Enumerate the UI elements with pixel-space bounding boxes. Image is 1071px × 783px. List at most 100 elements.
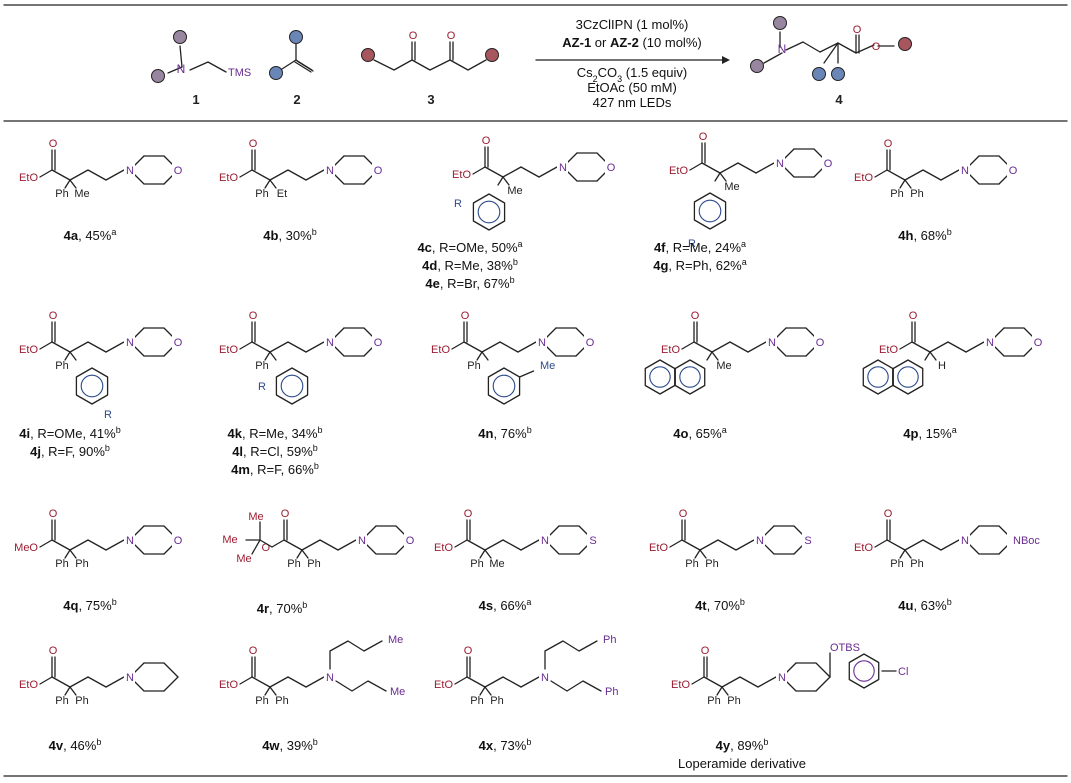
compound-4-label: 4 <box>835 92 843 107</box>
substituent-label: Ph <box>255 188 268 200</box>
oxygen-atom: O <box>49 138 58 150</box>
chain-end-label: Me <box>388 634 403 646</box>
substituent-label: Ph <box>75 695 88 707</box>
heteroatom-label: S <box>589 535 596 547</box>
entry-caption: 4w, 39%b <box>262 737 318 753</box>
oxygen-atom: O <box>461 310 470 322</box>
nitrogen-atom: N <box>768 337 776 349</box>
oxygen-atom: O <box>884 508 893 520</box>
substituent-marker <box>773 16 787 30</box>
oxygen-atom: O <box>249 138 258 150</box>
nitrogen-atom: N <box>358 535 366 547</box>
ester-label: EtO <box>431 344 450 356</box>
nitrogen-atom: N <box>177 62 186 76</box>
entry-caption: 4l, R=Cl, 59%b <box>232 443 318 459</box>
substituent-label: Ph <box>467 360 480 372</box>
chain-end-label: Ph <box>603 634 616 646</box>
nitrogen-atom: N <box>961 535 969 547</box>
heteroatom-label: O <box>1009 165 1018 177</box>
substituent-label: Me <box>716 360 731 372</box>
r-marker <box>289 30 303 44</box>
substituent-label: Ph <box>55 695 68 707</box>
oxygen-atom: O <box>281 508 290 520</box>
entry-caption: 4u, 63%b <box>898 597 951 613</box>
heteroatom-label: NBoc <box>1013 535 1040 547</box>
compound-3-label: 3 <box>427 92 434 107</box>
condition-line: EtOAc (50 mM) <box>587 80 677 95</box>
substituent-label: Et <box>277 188 287 200</box>
methyl-label: Me <box>248 511 263 523</box>
substituent-marker <box>898 37 912 51</box>
nitrogen-atom: N <box>756 535 764 547</box>
entry-caption: 4x, 73%b <box>479 737 532 753</box>
ester-label: EtO <box>661 344 680 356</box>
substituent-label: Ph <box>75 558 88 570</box>
entry-caption: 4q, 75%b <box>63 597 116 613</box>
substituent-label: Ph <box>910 188 923 200</box>
entry-caption: 4a, 45%a <box>64 227 117 243</box>
nitrogen-atom: N <box>778 672 786 684</box>
heteroatom-label: O <box>174 535 183 547</box>
heteroatom-label: O <box>374 337 383 349</box>
oxygen-atom: O <box>49 310 58 322</box>
oxygen-atom: O <box>49 645 58 657</box>
oxygen-atom: O <box>409 30 418 42</box>
heteroatom-label: O <box>174 337 183 349</box>
entry-caption: 4b, 30%b <box>263 227 316 243</box>
substituent-marker <box>831 67 845 81</box>
entry-caption: 4t, 70%b <box>695 597 745 613</box>
r-group-label: R <box>258 381 266 393</box>
substituent-marker <box>750 59 764 73</box>
oxygen-atom: O <box>447 30 456 42</box>
nitrogen-atom: N <box>126 337 134 349</box>
ester-label: EtO <box>854 172 873 184</box>
r-marker <box>361 48 375 62</box>
substituent-label: H <box>938 360 946 372</box>
chlorine-label: Cl <box>898 666 908 678</box>
oxygen-atom: O <box>482 135 491 147</box>
nitrogen-atom: N <box>776 158 784 170</box>
nitrogen-atom: N <box>126 672 134 684</box>
reagent-3: O O 3 <box>361 30 499 107</box>
entry-caption: 4h, 68%b <box>898 227 951 243</box>
nitrogen-atom: N <box>326 337 334 349</box>
nitrogen-atom: N <box>986 337 994 349</box>
oxygen-atom: O <box>909 310 918 322</box>
substituent-label: Ph <box>490 695 503 707</box>
heteroatom-label: O <box>374 165 383 177</box>
substituent-label: Ph <box>727 695 740 707</box>
entry-caption: 4c, R=OMe, 50%a <box>417 239 522 255</box>
substituent-label: Me <box>507 185 522 197</box>
heteroatom-label: O <box>586 337 595 349</box>
nitrogen-atom: N <box>778 42 787 56</box>
nitrogen-atom: N <box>126 165 134 177</box>
oxygen-atom: O <box>464 508 473 520</box>
ester-label: EtO <box>879 344 898 356</box>
heteroatom-label: O <box>607 162 616 174</box>
heteroatom-label: O <box>824 158 833 170</box>
ester-label: EtO <box>19 679 38 691</box>
methyl-label: Me <box>540 360 555 372</box>
nitrogen-atom: N <box>126 535 134 547</box>
substituent-label: Ph <box>255 695 268 707</box>
entry-caption: 4y, 89%b <box>716 737 769 753</box>
substituent-label: Ph <box>470 695 483 707</box>
condition-line: 3CzClIPN (1 mol%) <box>576 17 689 32</box>
nitrogen-atom: N <box>541 535 549 547</box>
nitrogen-atom: N <box>559 162 567 174</box>
ester-label: EtO <box>854 542 873 554</box>
substituent-label: Ph <box>275 695 288 707</box>
substituent-marker <box>812 67 826 81</box>
entry-caption: 4o, 65%a <box>673 425 726 441</box>
